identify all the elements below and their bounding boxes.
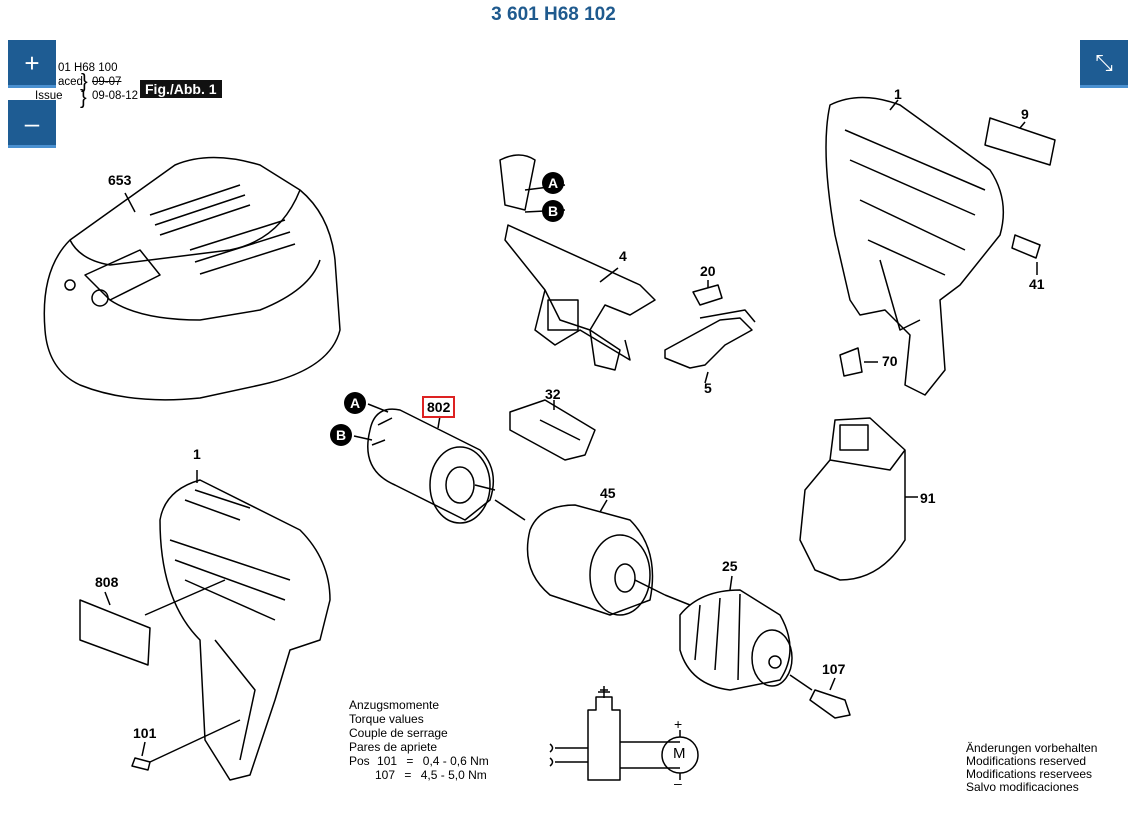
motor-symbol-label: M (673, 745, 686, 762)
leader-107 (829, 677, 836, 691)
torque-pos-label: Pos (349, 754, 370, 768)
zoom-in-button[interactable]: + (8, 40, 56, 88)
part-label-808: 808 (95, 574, 119, 590)
modifications-es: Salvo modificaciones (966, 780, 1079, 794)
charger-drawing (43, 156, 341, 401)
part-label-70: 70 (882, 353, 898, 369)
housing-top-drawing (825, 96, 1005, 396)
torque-heading-de: Anzugsmomente (349, 698, 440, 712)
minus-terminal: – (674, 775, 682, 791)
gearbox-drawing (526, 504, 666, 616)
leader-45 (599, 499, 608, 513)
part-9-drawing (984, 117, 1056, 166)
modifications-fr: Modifications reservees (966, 767, 1093, 781)
circuit-schematic (549, 686, 699, 781)
part-label-41: 41 (1029, 276, 1045, 292)
part-32-drawing (509, 399, 596, 461)
part-808-drawing (79, 599, 151, 666)
leader-101 (141, 741, 146, 757)
part-label-653: 653 (108, 172, 132, 188)
brace-icon: } (81, 71, 88, 93)
page-title: 3 601 H68 102 (491, 4, 616, 25)
part-20-drawing (692, 284, 723, 306)
part-label-4: 4 (619, 248, 627, 264)
connector-line-gearbox (664, 594, 691, 606)
part-101-drawing (131, 757, 151, 771)
torque-row-107: 107 = 4,5 - 5,0 Nm (349, 768, 489, 782)
torque-eq-107: = (404, 768, 412, 782)
collapse-icon: ⤡ (1095, 49, 1113, 75)
torque-values-block: Anzugsmomente Torque values Couple de se… (349, 698, 489, 782)
figure-label: Fig./Abb. 1 (140, 80, 222, 98)
part-label-1-top: 1 (894, 86, 902, 102)
motor-drawing (367, 408, 496, 524)
replaced-label: aced (58, 76, 83, 88)
chuck-drawing (679, 589, 793, 691)
replaced-date: 09-07 (92, 76, 122, 88)
part-label-101: 101 (133, 725, 157, 741)
zoom-out-button[interactable]: – (8, 100, 56, 148)
torque-eq-101: = (406, 754, 414, 768)
part-107-drawing (809, 689, 851, 719)
battery-drawing (799, 417, 906, 581)
plus-icon: + (24, 47, 40, 78)
leader-9 (1019, 121, 1026, 129)
connector-line-motor (494, 499, 526, 521)
modifications-en: Modifications reserved (966, 754, 1087, 768)
torque-value-101: 0,4 - 0,6 Nm (422, 754, 489, 768)
connector-B-switch: B (542, 200, 564, 222)
leader-B-motor (353, 435, 373, 441)
leader-A-motor (367, 403, 389, 413)
part-label-25: 25 (722, 558, 738, 574)
housing-left-drawing (159, 479, 331, 781)
leader-5 (704, 371, 709, 384)
leader-25 (729, 575, 733, 591)
connector-A-motor: A (344, 392, 366, 414)
torque-heading-fr: Couple de serrage (349, 726, 448, 740)
leader-1-top (889, 99, 899, 111)
leader-4 (599, 267, 619, 283)
torque-value-107: 4,5 - 5,0 Nm (420, 768, 487, 782)
part-label-32: 32 (545, 386, 561, 402)
part-70-drawing (839, 347, 863, 377)
part-label-802[interactable]: 802 (422, 396, 456, 418)
part-41-drawing (1011, 234, 1041, 259)
part-label-91: 91 (920, 490, 936, 506)
connector-B-motor: B (330, 424, 352, 446)
part-label-107: 107 (822, 661, 846, 677)
modifications-de: Änderungen vorbehalten (966, 741, 1098, 755)
minus-icon: – (24, 107, 40, 138)
torque-part-107: 107 (375, 768, 396, 782)
torque-row-101: Pos 101 = 0,4 - 0,6 Nm (349, 754, 489, 768)
issue-date: 09-08-12 (92, 90, 139, 102)
torque-heading-es: Pares de apriete (349, 740, 438, 754)
collapse-button[interactable]: ⤡ (1080, 40, 1128, 88)
leader-808 (104, 591, 111, 606)
torque-part-101: 101 (377, 754, 398, 768)
plus-terminal: + (674, 716, 683, 732)
torque-heading-en: Torque values (349, 712, 424, 726)
model-reference: 01 H68 100 (58, 62, 118, 74)
part-5-drawing (664, 309, 756, 369)
part-label-1-left: 1 (193, 446, 201, 462)
leader-802 (437, 415, 441, 429)
brace-icon-2: } (80, 87, 87, 109)
part-label-9: 9 (1021, 106, 1029, 122)
connector-A-switch: A (542, 172, 564, 194)
leader-653 (124, 192, 136, 213)
issue-label: Issue (35, 90, 63, 102)
connector-line-chuck (789, 674, 813, 691)
connector-line-101 (149, 719, 241, 763)
switch-drawing (499, 154, 656, 371)
connector-line-808 (144, 579, 226, 616)
part-label-5: 5 (704, 380, 712, 396)
part-label-45: 45 (600, 485, 616, 501)
modifications-note: Änderungen vorbehalten Modifications res… (966, 742, 1097, 794)
part-label-20: 20 (700, 263, 716, 279)
